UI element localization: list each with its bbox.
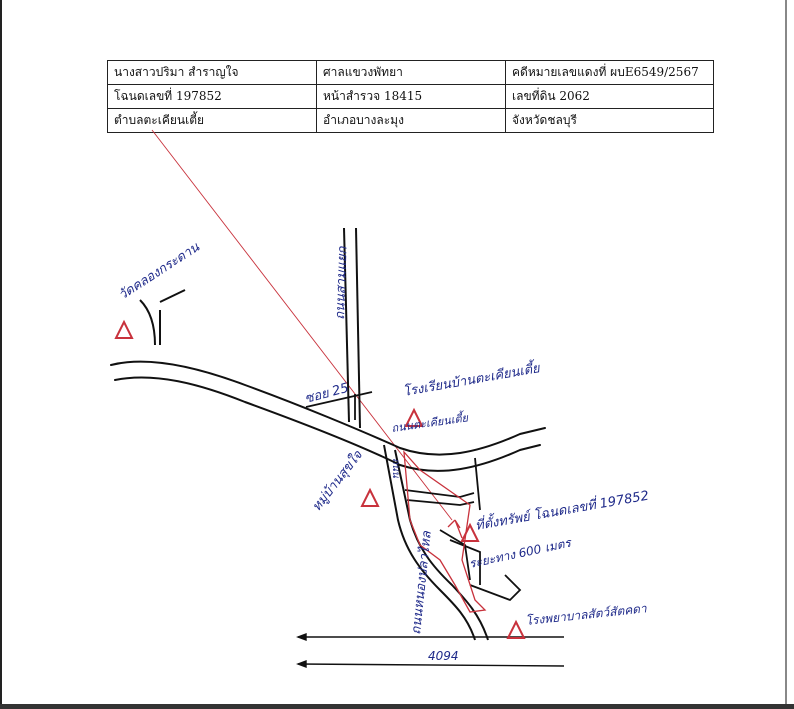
temple-label: วัดคลองกระดาน	[116, 240, 203, 304]
school-marker	[404, 407, 424, 427]
survey-page: หน้าสำรวจ 18415	[316, 84, 506, 109]
deed-number: โฉนดเลขที่ 197852	[107, 84, 317, 109]
land-number: เลขที่ดิน 2062	[505, 84, 714, 109]
side-roads	[404, 457, 522, 602]
subdistrict: ตำบลตะเคียนเตี้ย	[107, 108, 317, 133]
property-info-table: นางสาวปริมา สำราญใจ ศาลแขวงพัทยา คดีหมาย…	[107, 60, 714, 133]
hospital-label: โรงพยาบาลสัตว์สัตคดา	[525, 601, 649, 628]
east-road-label: ถนนตะเคียนเตี้ย	[390, 409, 470, 435]
south-road-label: ถนนหนองปลาไหล	[408, 529, 435, 635]
main-road	[110, 360, 546, 472]
locator-line	[151, 129, 453, 521]
distance-label: ระยะทาง 600 เมตร	[468, 535, 574, 571]
info-row: โฉนดเลขที่ 197852 หน้าสำรวจ 18415 เลขที่…	[107, 84, 714, 109]
highway-label: 4094	[428, 649, 459, 663]
property-label: ที่ตั้งทรัพย์ โฉนดเลขที่ 197852	[474, 486, 650, 534]
property-arrow	[447, 519, 463, 539]
school-label: โรงเรียนบ้านตะเคียนเตี้ย	[402, 358, 543, 400]
village-label: หมู่บ้านสุขใจ	[309, 446, 367, 514]
property-marker	[460, 522, 480, 542]
north-road-label: ถนนสามแยก	[333, 245, 351, 320]
south-road	[383, 444, 489, 641]
scan-edge-bottom	[0, 704, 794, 709]
district: อำเภอบางละมุง	[316, 108, 506, 133]
landmark-markers	[114, 319, 526, 639]
info-row: ตำบลตะเคียนเตี้ย อำเภอบางละมุง จังหวัดชล…	[107, 108, 714, 133]
scan-edge-right	[785, 0, 787, 709]
village-marker	[360, 487, 380, 507]
scan-edge-left	[0, 0, 2, 709]
south-road-label-2: ถนน	[390, 458, 401, 479]
hospital-marker	[506, 619, 526, 639]
owner-name: นางสาวปริมา สำราญใจ	[107, 60, 317, 85]
court-name: ศาลแขวงพัทยา	[316, 60, 506, 85]
soi-25-road	[305, 391, 373, 420]
property-boundary	[403, 450, 487, 613]
map-labels: วัดคลองกระดาน ถนนสามแยก ซอย 25 โรงเรียนบ…	[116, 240, 650, 663]
province: จังหวัดชลบุรี	[505, 108, 714, 133]
temple-road	[139, 289, 186, 346]
temple-marker	[114, 319, 134, 339]
